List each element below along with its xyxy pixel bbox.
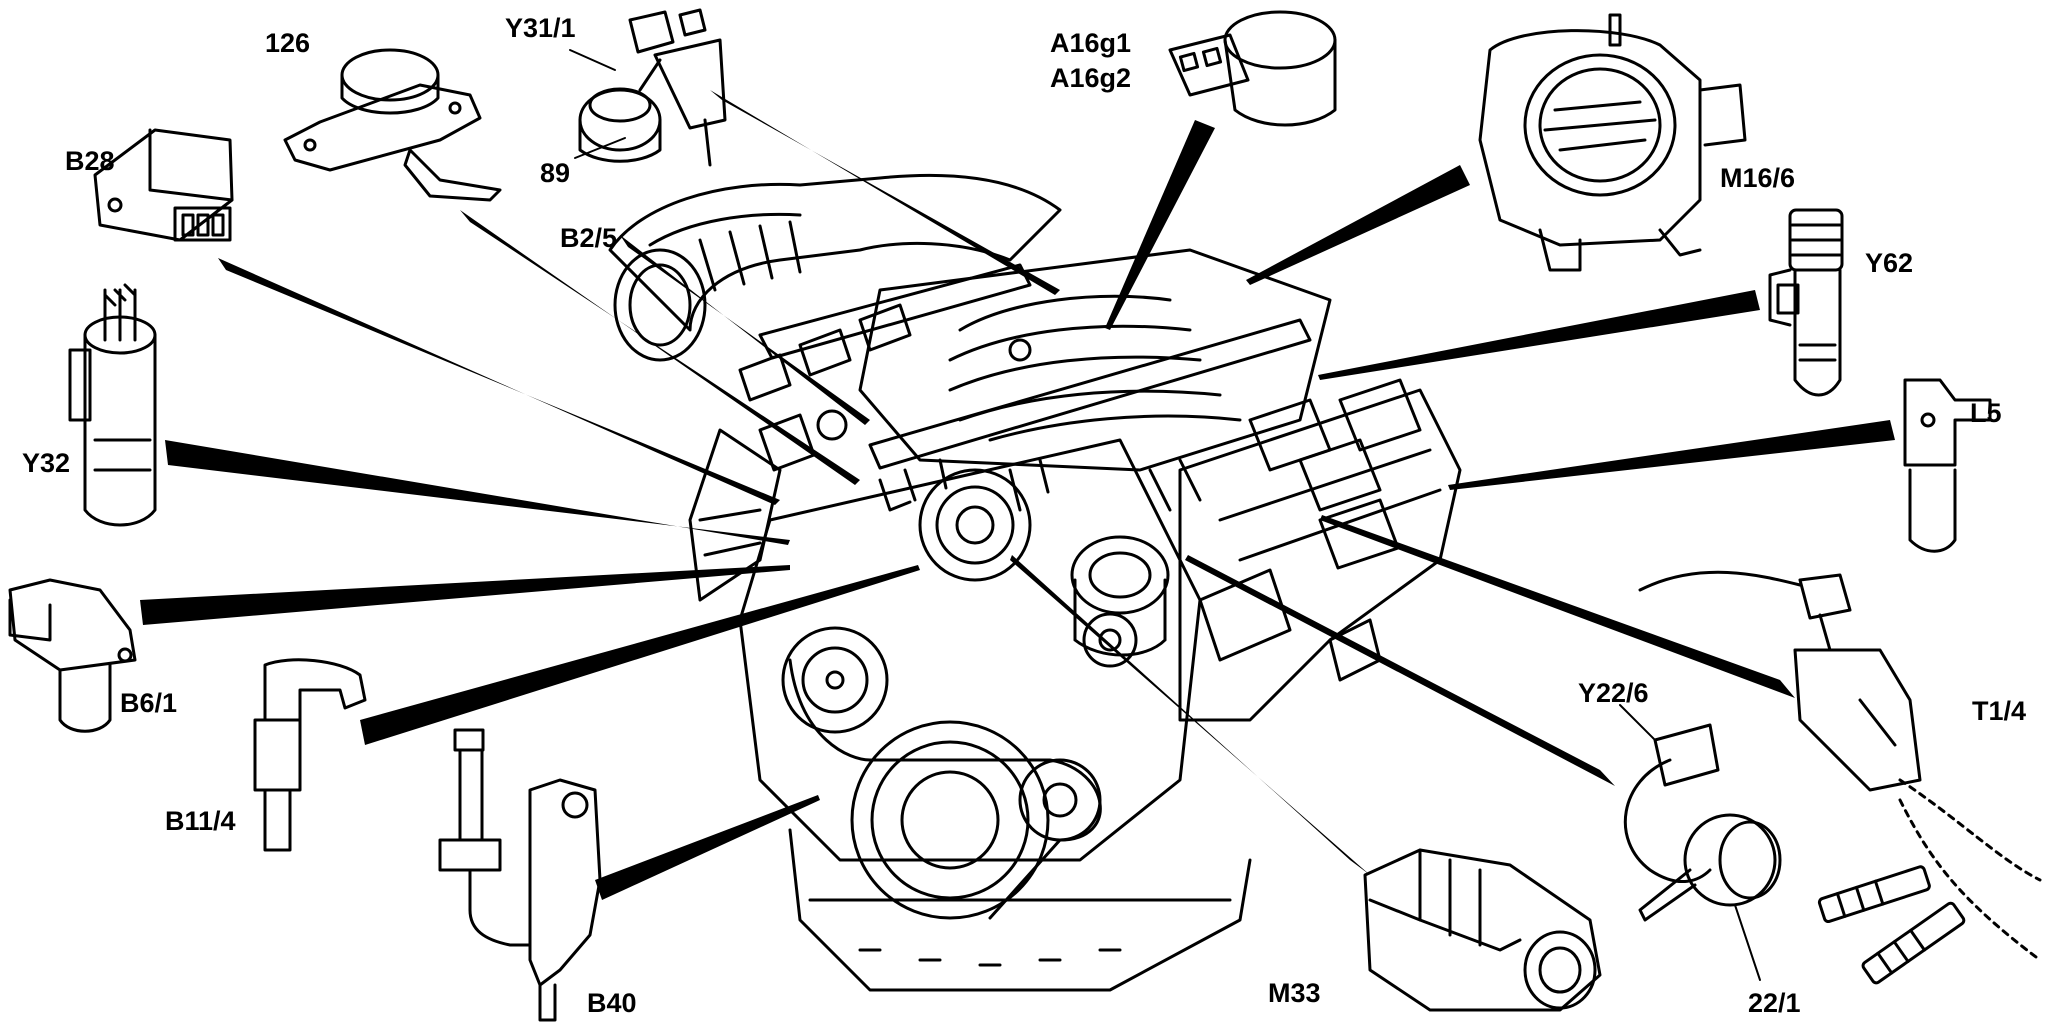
- leader-b2-5: [620, 235, 870, 425]
- leader-y22-6: [1185, 555, 1615, 786]
- label-y32: Y32: [22, 448, 71, 478]
- pointer-y31-1: [569, 49, 616, 71]
- leader-b28: [218, 258, 780, 505]
- label-22-1: 22/1: [1748, 988, 1801, 1018]
- leader-t1-4: [1320, 515, 1795, 698]
- pointer-89: [574, 137, 626, 159]
- engine-illustration: [608, 173, 1462, 992]
- label-t1-4: T1/4: [1972, 696, 2027, 726]
- component-a16g: [1168, 10, 1337, 127]
- leader-lines: [140, 49, 1895, 981]
- label-y31-1: Y31/1: [505, 13, 576, 43]
- component-b11-4: [253, 658, 367, 852]
- leader-y62: [1318, 290, 1760, 380]
- label-l5: L5: [1970, 398, 2002, 428]
- component-t1-4: [1638, 570, 2042, 985]
- component-y31-1: [578, 8, 727, 167]
- pointer-22-1: [1734, 904, 1761, 981]
- pointer-y22-6: [1619, 704, 1656, 741]
- leader-a16g: [1105, 120, 1215, 330]
- component-l5: [1903, 378, 1992, 553]
- label-126: 126: [265, 28, 311, 58]
- label-89: 89: [540, 158, 571, 188]
- label-y22-6: Y22/6: [1578, 678, 1649, 708]
- component-b6-1: [8, 578, 137, 733]
- leader-b11-4: [360, 565, 920, 745]
- leader-l5: [1448, 420, 1895, 490]
- component-b28: [93, 128, 234, 242]
- leader-126: [460, 210, 860, 485]
- label-b28: B28: [65, 146, 115, 176]
- label-m16-6: M16/6: [1720, 163, 1796, 193]
- leader-m16-6: [1246, 165, 1470, 285]
- leader-b6-1: [140, 565, 790, 625]
- component-y62: [1768, 208, 1844, 397]
- label-b6-1: B6/1: [120, 688, 178, 718]
- leader-y31-1: [710, 90, 1060, 295]
- component-b40: [438, 728, 602, 1022]
- component-y32: [68, 283, 157, 527]
- label-a16g2: A16g2: [1050, 63, 1132, 93]
- label-a16g1: A16g1: [1050, 28, 1132, 58]
- label-b11-4: B11/4: [165, 806, 236, 836]
- label-y62: Y62: [1865, 248, 1914, 278]
- component-126: [283, 48, 502, 202]
- leader-b40: [595, 795, 820, 900]
- label-b2-5: B2/5: [560, 223, 618, 253]
- label-m33: M33: [1268, 978, 1321, 1008]
- component-m33: [1363, 848, 1602, 1012]
- component-y22-6: [1623, 723, 1782, 922]
- leader-m33: [1010, 555, 1370, 875]
- leader-y32: [165, 440, 790, 545]
- component-m16-6: [1478, 13, 1747, 272]
- label-b40: B40: [587, 988, 637, 1018]
